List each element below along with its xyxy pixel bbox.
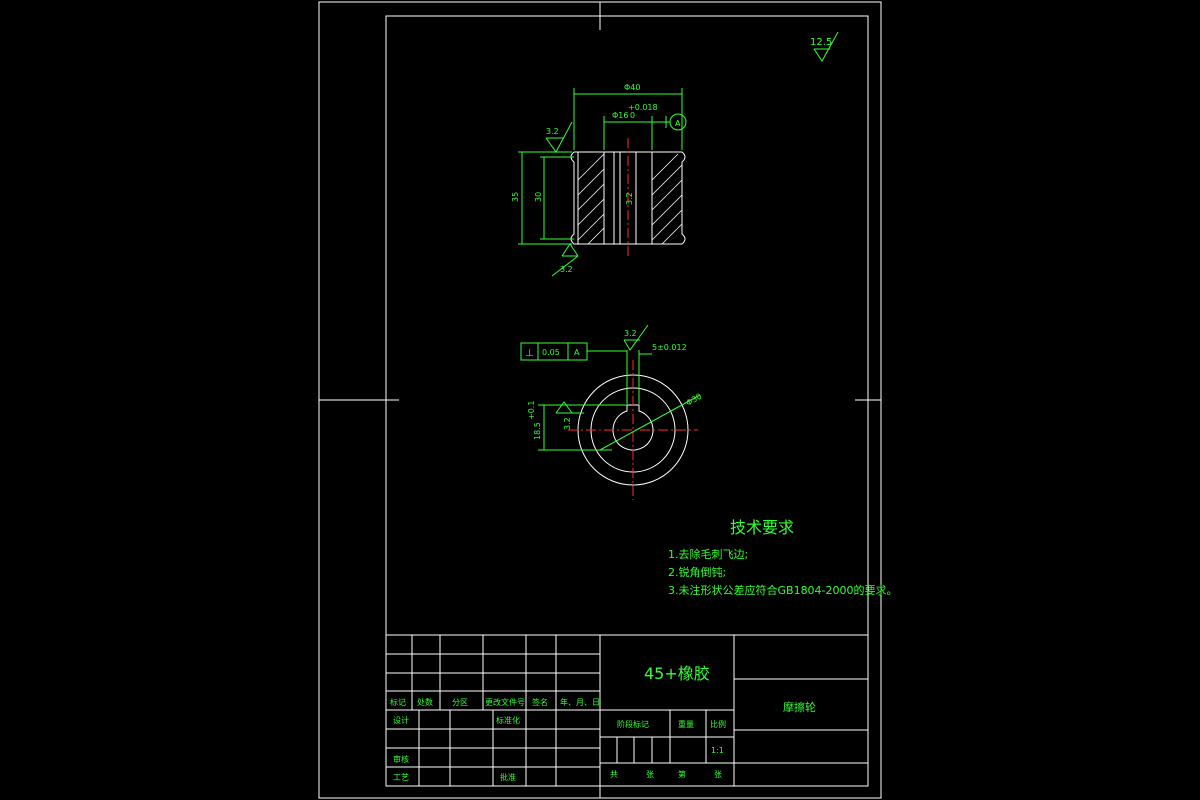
label-review: 审核 [393, 754, 409, 764]
geo-tol-datum: A [574, 348, 580, 357]
general-surface-finish: 12.5 [810, 31, 839, 62]
hdr-mark: 标记 [390, 697, 406, 707]
datum-a-circle [669, 113, 687, 131]
label-design: 设计 [393, 715, 409, 725]
tech-req-item-1: 1.去除毛刺飞边; [668, 547, 748, 561]
part-name: 摩擦轮 [783, 700, 816, 714]
general-roughness-value: 12.5 [810, 37, 832, 48]
hdr-count: 处数 [417, 697, 433, 707]
outer-diameter-label: Φ40 [624, 83, 640, 92]
geo-tol-value: 0.05 [542, 348, 560, 357]
bore-diameter-label: Φ16 [612, 111, 628, 120]
label-standardization: 标准化 [496, 715, 520, 725]
geo-tolerance-frame: ⊥ 0.05 A [520, 342, 627, 361]
material-label: 45+橡胶 [644, 664, 710, 683]
roughness-bottom-left: 3.2 [560, 265, 573, 274]
hdr-zone: 分区 [452, 698, 468, 707]
perpendicularity-symbol: ⊥ [525, 348, 534, 359]
section-view: Φ40 Φ16 +0.018 0 A 35 30 3.2 3.2 3.2 [511, 83, 687, 277]
label-scale: 比例 [710, 719, 726, 729]
label-total: 共 [610, 770, 618, 779]
roughness-top-left: 3.2 [546, 127, 559, 136]
hdr-date: 年、月、日 [560, 697, 600, 707]
keyway-depth-label: 18.5 [533, 422, 542, 440]
roughness-end-top: 3.2 [624, 329, 637, 338]
label-sheets: 张 [646, 770, 654, 779]
label-process: 工艺 [393, 773, 409, 782]
label-sheet-no: 第 [678, 769, 686, 779]
datum-a-label: A [675, 119, 681, 128]
tech-req-item-2: 2.锐角倒钝; [668, 565, 726, 579]
tech-req-title: 技术要求 [730, 518, 794, 537]
keyway-width-label: 5±0.012 [652, 343, 687, 352]
title-block: 标记 处数 分区 更改文件号 签名 年、月、日 设计 标准化 审核 工艺 批准 … [385, 634, 869, 787]
roughness-end-left: 3.2 [563, 417, 572, 430]
label-sheets-2: 张 [714, 770, 722, 779]
technical-requirements: 技术要求 1.去除毛刺飞边; 2.锐角倒钝; 3.未注形状公差应符合GB1804… [668, 518, 898, 597]
tech-req-item-3: 3.未注形状公差应符合GB1804-2000的要求。 [668, 583, 898, 597]
section-outline [570, 151, 686, 245]
hdr-signature: 签名 [532, 697, 548, 707]
label-approve: 批准 [500, 772, 516, 782]
scale-value: 1:1 [711, 746, 724, 755]
end-view: 5±0.012 Φ30 18.5 +0.1 3.2 3.2 ⊥ 0.05 A [520, 324, 704, 500]
end-diameter-label: Φ30 [685, 392, 704, 408]
label-stage-mark: 阶段标记 [617, 719, 649, 729]
section-hatching [577, 153, 683, 245]
roughness-bore: 3.2 [625, 192, 634, 205]
bore-keyway [612, 404, 654, 451]
keyway-depth-tol: +0.1 [527, 401, 536, 420]
label-weight: 重量 [678, 719, 694, 729]
bore-tol-upper: +0.018 [628, 103, 658, 112]
hdr-change-doc: 更改文件号 [485, 697, 525, 707]
height-outer-label: 35 [511, 192, 520, 202]
bore-tol-lower: 0 [630, 111, 635, 120]
height-inner-label: 30 [534, 192, 543, 202]
